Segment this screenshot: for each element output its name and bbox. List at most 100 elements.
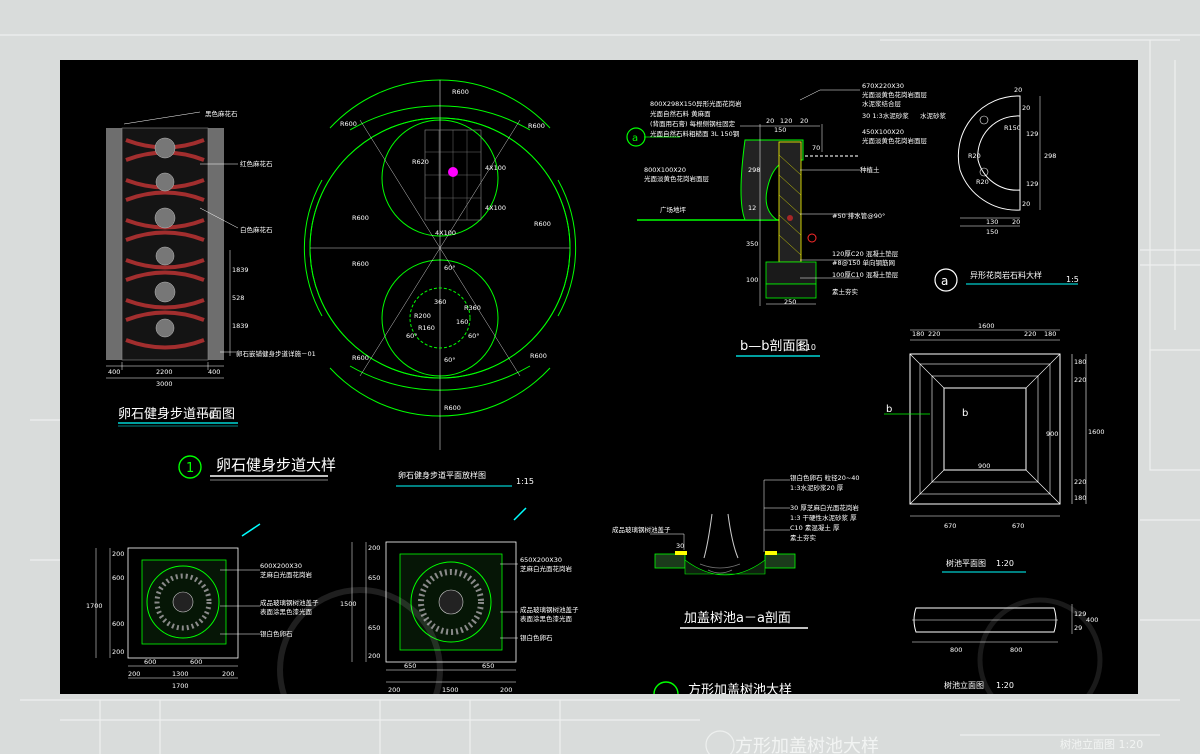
stone-dim: 129 [1026, 130, 1038, 138]
pebble-plan-scale: 1:50 [196, 411, 214, 420]
covered-section-title: 加盖树池a－a剖面 [684, 611, 791, 626]
backdrop-title-right: 树池立面图 1:20 [1060, 737, 1143, 751]
square-left-dim: 200 [128, 670, 140, 678]
stone-dim: 130 [986, 218, 998, 226]
section-note: #50 排水管@90° [832, 211, 885, 220]
pit-dim-side: 180 [1074, 494, 1086, 502]
grid-dim-right-1: 4X100 [485, 164, 506, 172]
square-pit-left: 600X200X30 芝麻白光面花岗岩 成品玻璃钢树池盖子 表面涂黑色漆光面 银… [86, 523, 319, 690]
layout-scale: 1:15 [516, 477, 534, 486]
path-dim-mid: 2200 [156, 368, 173, 376]
path-label-red: 红色麻花石 [240, 159, 273, 168]
stone-dim: 150 [986, 228, 998, 236]
stone-dim: 129 [1026, 180, 1038, 188]
square-mid-dim: 1500 [442, 686, 459, 694]
square-left-dim: 1300 [172, 670, 189, 678]
radius-label: R600 [528, 122, 545, 130]
square-mid-dim: 200 [368, 652, 380, 660]
section-dim: 20 [766, 117, 774, 125]
cad-drawing-sheet: 黑色麻花石 红色麻花石 白色麻花石 卵石嵌铺健身步道详施－01 1839 528… [60, 60, 1138, 694]
pit-cut-b-left: b [886, 404, 892, 415]
stone-dim: 298 [1044, 152, 1056, 160]
section-note: 光面淡黄色花岗岩面层 [862, 90, 928, 99]
pit-dim-side: 220 [1074, 478, 1086, 486]
square-mid-note: 银白色卵石 [520, 633, 553, 642]
layout-angle-labels: 60° 60° 60° 60° 360 160 R200 R360 R160 [406, 264, 481, 364]
section-note: 30 1:3水泥砂浆 [862, 111, 909, 120]
angle-label: R360 [464, 304, 481, 312]
section-dim: 298 [748, 166, 760, 174]
footprint-marker [448, 167, 458, 177]
square-mid-dim: 200 [388, 686, 400, 694]
square-left-note: 银白色卵石 [260, 629, 293, 638]
section-note: 水泥浆结合层 [862, 99, 902, 108]
pit-dim-side: 220 [1074, 376, 1086, 384]
stone-dim: 20 [1012, 218, 1020, 226]
path-dim-right: 400 [208, 368, 220, 376]
pit-plan-title: 树池平面图 [946, 558, 986, 568]
detail-marker-1 [178, 455, 202, 479]
covered-dim: 30 [676, 542, 684, 550]
concrete-wall [778, 141, 802, 263]
radius-label: R600 [352, 214, 369, 222]
stone-marker-letter: a [941, 274, 948, 288]
square-left-note: 600X200X30 [260, 562, 302, 570]
stone-dim: R20 [968, 152, 981, 160]
radius-label: R600 [352, 354, 369, 362]
elev-dim: 129 [1074, 610, 1086, 618]
covered-note: 30 厚芝麻白光面花岗岩 [790, 503, 859, 512]
pit-dim-side: 180 [1074, 358, 1086, 366]
square-left-dim: 200 [112, 550, 124, 558]
square-left-dim: 600 [144, 658, 156, 666]
square-left-note: 成品玻璃钢树池盖子 [260, 598, 319, 607]
path-right-border [208, 128, 224, 360]
layout-title: 卵石健身步道平面放样图 [398, 470, 486, 480]
pit-dim-top: 180 [1044, 330, 1056, 338]
square-pit-middle: 650X200X30 芝麻白光面花岗岩 成品玻璃钢树池盖子 表面涂黑色漆光面 银… [340, 507, 579, 694]
grid-radius: R620 [412, 158, 429, 166]
section-marker-a-letter: a [632, 133, 638, 144]
path-dim-left: 400 [108, 368, 120, 376]
section-bb-dims: 20 120 20 70 150 298 12 350 100 250 [746, 117, 820, 306]
square-left-dim: 1700 [172, 682, 189, 690]
covered-note: 银白色卵石 粒径20~40 [790, 473, 860, 482]
elev-dim: 800 [1010, 646, 1022, 654]
section-dim: 20 [800, 117, 808, 125]
angle-label: R200 [414, 312, 431, 320]
angle-label: 60° [444, 356, 456, 364]
stone-scale: 1:5 [1066, 275, 1079, 284]
section-note: 光面淡黄色花岗岩面层 [644, 174, 710, 183]
backdrop-title: 方形加盖树池大样 [735, 736, 879, 754]
angle-label: 60° [406, 332, 418, 340]
stone-dim: R150 [1004, 124, 1021, 132]
radius-label: R600 [352, 260, 369, 268]
pit-dim-inner: 900 [978, 462, 990, 470]
square-mid-dim: 650 [368, 624, 380, 632]
square-left-dim: 200 [112, 648, 124, 656]
tree-pit-elevation: 800 800 129 29 400 树池立面图 1:20 [912, 604, 1098, 690]
path-label-black: 黑色麻花石 [205, 109, 238, 118]
covered-pit-section: 银白色卵石 粒径20~40 1:3水泥砂浆20 厚 30 厚芝麻白光面花岗岩 1… [612, 473, 860, 629]
pebble-detail-title: 卵石健身步道大样 [216, 456, 336, 474]
pit-dim-top: 220 [1024, 330, 1036, 338]
covered-note-left: 成品玻璃钢树池盖子 [612, 525, 671, 534]
square-mid-note: 芝麻白光面花岗岩 [520, 564, 573, 573]
section-note: 光面自然石料 黄麻面 [650, 109, 711, 118]
stone-dim: R20 [976, 178, 989, 186]
covered-note: 1:3水泥砂浆20 厚 [790, 483, 844, 492]
detail-marker-2 [653, 681, 679, 694]
pit-elev-title: 树池立面图 [944, 680, 984, 690]
pebble-path-plan: 黑色麻花石 红色麻花石 白色麻花石 卵石嵌铺健身步道详施－01 1839 528… [106, 109, 336, 481]
angle-label: 60° [468, 332, 480, 340]
section-bb-notes: 800X298X150异形光面花岗岩 光面自然石料 黄麻面 (背面用石膏) 每根… [644, 82, 947, 296]
section-note: 素土夯实 [832, 287, 859, 296]
square-mid-dim: 650 [482, 662, 494, 670]
stone-dim: 20 [1022, 104, 1030, 112]
pit-plan-scale: 1:20 [996, 559, 1014, 568]
pit-elev-scale: 1:20 [996, 681, 1014, 690]
section-dim: 350 [746, 240, 758, 248]
stone-dims: 20 20 R150 129 298 129 R20 R20 20 130 20… [968, 86, 1056, 236]
square-left-dim: 200 [222, 670, 234, 678]
pit-dim-top: 180 [912, 330, 924, 338]
